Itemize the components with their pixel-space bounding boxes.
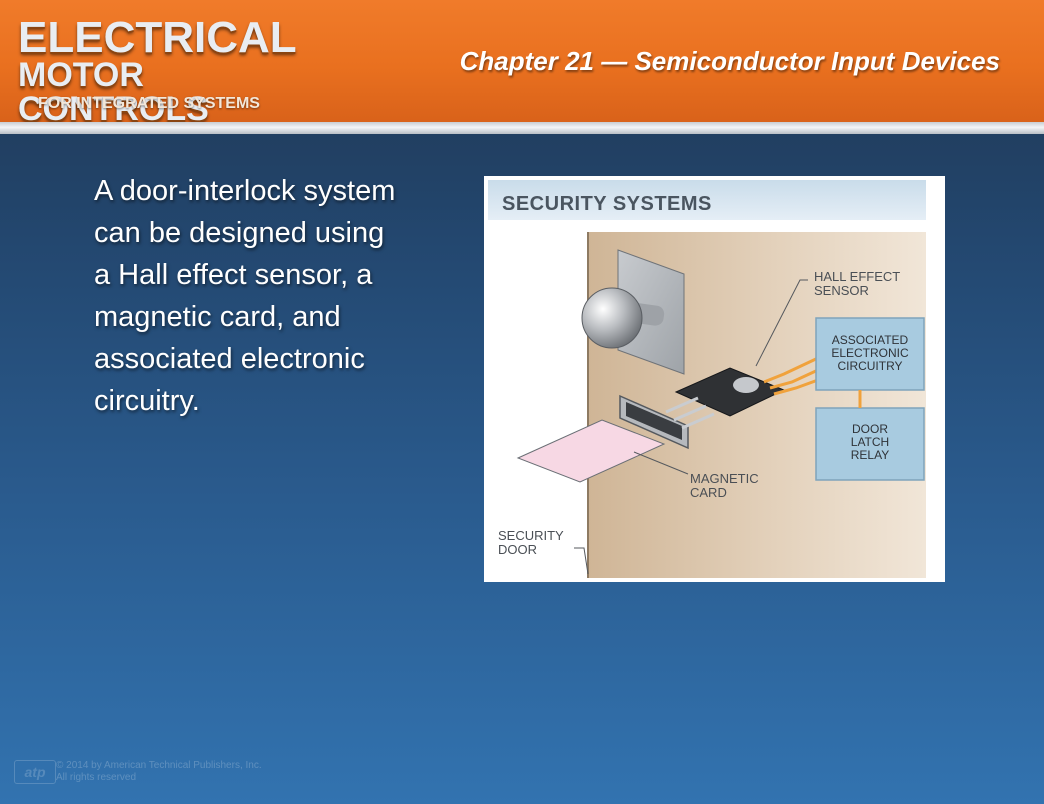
label-line: HALL EFFECT <box>814 269 901 284</box>
magnetic-card <box>516 419 666 483</box>
copyright-notice: © 2014 by American Technical Publishers,… <box>56 760 262 784</box>
hall-effect-sensor-label: HALL EFFECT SENSOR <box>814 270 900 298</box>
label-line: DOOR <box>852 422 888 436</box>
card-slot-opening <box>626 402 682 440</box>
hall-sensor-dot <box>733 377 759 393</box>
label-line: ELECTRONIC <box>831 346 909 360</box>
label-line: ASSOCIATED <box>831 333 909 347</box>
body-line: A door-interlock system <box>94 175 396 207</box>
associated-circuitry-box <box>815 317 925 391</box>
hall-leader <box>755 279 808 367</box>
door-latch-relay-box <box>815 407 925 481</box>
sensor-lead <box>681 412 715 430</box>
label-line: SECURITY <box>498 528 564 543</box>
door-latch-relay-label: DOOR LATCH RELAY <box>817 423 923 462</box>
door-knob <box>581 287 643 349</box>
sensor-lead <box>665 396 699 414</box>
header-bar: ELECTRICAL MOTOR CONTROLS FOR INTEGRATED… <box>0 0 1044 127</box>
body-line: magnetic card, and <box>94 301 341 333</box>
label-line: SENSOR <box>814 283 869 298</box>
card-leader <box>633 451 689 475</box>
slide-body-text: A door-interlock system can be designed … <box>94 170 474 422</box>
chapter-title: Chapter 21 — Semiconductor Input Devices <box>459 46 1000 76</box>
body-line: can be designed using <box>94 217 385 249</box>
logo-line1: ELECTRICAL <box>18 13 297 62</box>
label-line: LATCH <box>850 435 890 449</box>
header-divider <box>0 122 1044 134</box>
magnetic-card-label: MAGNETIC CARD <box>690 472 759 500</box>
security-door-label: SECURITY DOOR <box>498 529 564 557</box>
body-line: a Hall effect sensor, a <box>94 259 373 291</box>
wire <box>769 368 819 390</box>
wire <box>763 356 819 384</box>
copyright-line: © 2014 by American Technical Publishers,… <box>56 760 262 771</box>
copyright-line: All rights reserved <box>56 772 137 783</box>
door-leader <box>574 547 589 575</box>
figure-title: SECURITY SYSTEMS <box>502 193 712 215</box>
label-line: CARD <box>690 485 727 500</box>
label-line: RELAY <box>850 448 890 462</box>
publisher-logo: atp <box>14 760 56 784</box>
label-line: CIRCUITRY <box>837 359 903 373</box>
associated-circuitry-label: ASSOCIATED ELECTRONIC CIRCUITRY <box>817 334 923 373</box>
body-line: associated electronic <box>94 343 365 375</box>
label-line: DOOR <box>498 542 537 557</box>
security-systems-figure: SECURITY SYSTEMS HALL EFFECT SENSOR MAGN… <box>484 176 945 582</box>
logo-line2: MOTOR CONTROLS <box>18 56 209 128</box>
figure-title-bar: SECURITY SYSTEMS <box>488 180 926 220</box>
label-line: MAGNETIC <box>690 471 759 486</box>
body-line: circuitry. <box>94 385 200 417</box>
wire <box>773 378 819 396</box>
sensor-lead <box>673 404 707 422</box>
logo-line3: FOR INTEGRATED SYSTEMS <box>38 95 260 112</box>
figure-illustration <box>516 232 926 578</box>
logo: ELECTRICAL MOTOR CONTROLS FOR INTEGRATED… <box>18 12 318 127</box>
